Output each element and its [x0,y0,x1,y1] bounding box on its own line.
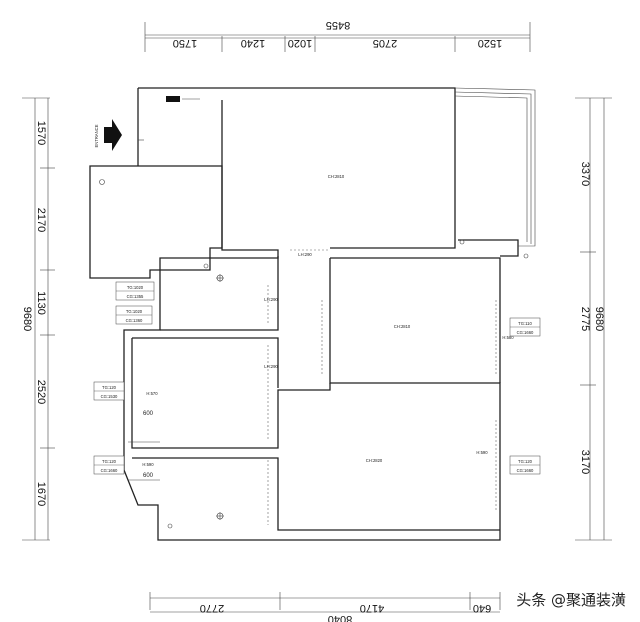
left-seg-1: 1570 [35,121,47,145]
svg-text:TG:120: TG:120 [102,459,117,464]
svg-text:CG:1660: CG:1660 [101,468,118,473]
window-height-570: H:570 [146,391,158,396]
top-seg-5: 1520 [478,37,502,49]
svg-text:CG:1355: CG:1355 [127,294,144,299]
svg-text:TG:1020: TG:1020 [127,285,144,290]
right-seg-3: 3170 [579,450,591,474]
left-seg-3: 1130 [35,291,47,315]
drain-icon [99,179,105,185]
svg-text:CG:1530: CG:1530 [101,394,118,399]
bottom-seg-3: 640 [473,602,491,614]
svg-text:CG:1360: CG:1360 [126,318,143,323]
drain-icon-2 [203,263,209,269]
tag-box-1: TG:1020 CG:1355 [115,281,155,301]
balcony [454,87,536,247]
top-total-dim: 8455 [326,19,350,31]
top-seg-3: 1020 [288,37,312,49]
left-seg-5: 1670 [35,482,47,506]
left-dimension-chain: 9680 1570 2170 1130 2520 1670 [21,97,55,541]
beam-height-1: LH:290 [298,252,312,257]
outer-walls [89,87,519,541]
bottom-total-dim: 8040 [328,613,352,622]
top-seg-4: 2705 [373,37,397,49]
bottom-seg-1: 2770 [200,602,224,614]
left-seg-4: 2520 [35,380,47,404]
watermark: 头条 @聚通装潢 [516,591,626,609]
svg-text:TG:120: TG:120 [518,459,533,464]
entrance-label: ENTRANCE [94,124,99,147]
drain-icon-3 [167,523,173,529]
right-seg-2: 2775 [579,307,591,331]
svg-text:TG:110: TG:110 [518,321,532,326]
living-room-ceiling-height: CH:2810 [328,174,345,179]
svg-text:CG:1660: CG:1660 [517,468,534,473]
top-seg-2: 1240 [241,37,265,49]
tag-box-5: TG:110 CG:1660 [509,317,541,337]
tag-box-3: TG:120 CG:1530 [93,381,125,401]
svg-text:CG:1660: CG:1660 [517,330,534,335]
drain-icon-4 [459,239,465,245]
svg-text:TG:120: TG:120 [102,385,117,390]
left-total-dim: 9680 [21,307,33,331]
top-dimension-chain: 8455 1750 1240 1020 2705 1520 [144,19,531,52]
width-600-a: 600 [143,411,154,417]
width-600-b: 600 [143,473,154,479]
window-height-590-right: H:590 [476,450,488,455]
window-height-580: H:580 [502,335,514,340]
left-seg-2: 2170 [35,208,47,232]
tag-box-2: TG:1020 CG:1360 [115,305,153,325]
entrance-arrow: ENTRANCE [94,119,122,151]
bedroom-mid-ceiling-height: CH:2810 [394,324,411,329]
bedroom-bottom-ceiling-height: CH:2820 [366,458,383,463]
svg-text:TG:1020: TG:1020 [126,309,143,314]
beam-height-2: LH:290 [264,297,278,302]
beam-height-3: LH:290 [264,364,278,369]
tag-box-6: TG:120 CG:1660 [509,455,541,475]
right-dimension-chain: 3370 2775 3170 9680 [575,97,612,541]
right-seg-1: 3370 [579,162,591,186]
bottom-dimension-chain: 2770 4170 640 8040 [149,592,501,622]
drain-icon-5 [523,253,529,259]
top-seg-1: 1750 [173,37,197,49]
window-height-590-left: H:590 [142,462,154,467]
bottom-seg-2: 4170 [360,602,384,614]
door-block [166,96,180,102]
right-total-dim: 9680 [593,307,605,331]
tag-box-4: TG:120 CG:1660 [93,455,125,475]
